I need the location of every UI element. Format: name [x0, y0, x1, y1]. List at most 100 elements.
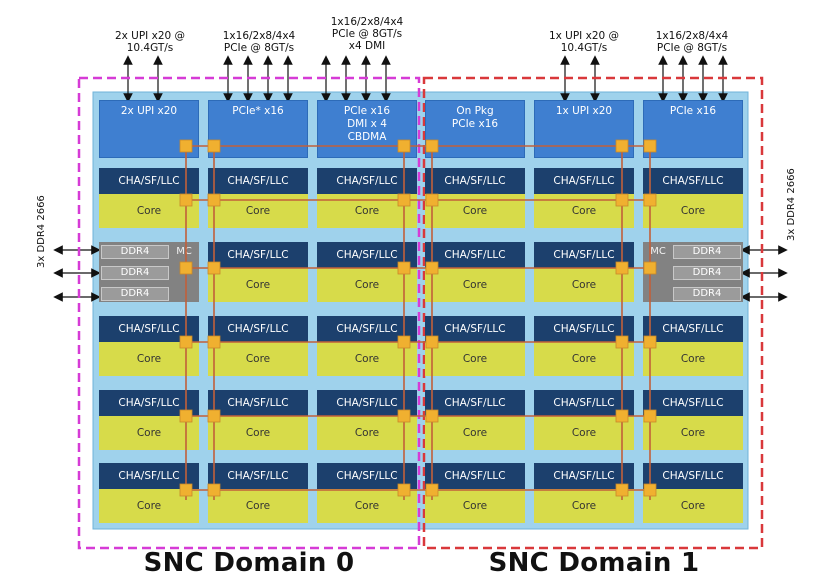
snc-domain-0-label: SNC Domain 0 — [143, 548, 355, 578]
snc-domain-1-frame — [422, 76, 764, 550]
io-block-upi-left: 2x UPI x20 — [99, 100, 199, 158]
core-label: Core — [643, 416, 743, 450]
core-label: Core — [208, 194, 308, 228]
ddr4-channel: DDR4 — [673, 266, 741, 280]
cha-sf-llc-label: CHA/SF/LLC — [99, 390, 199, 416]
memory-controller-right: DDR4 DDR4 DDR4 MC — [643, 242, 743, 302]
cha-sf-llc-label: CHA/SF/LLC — [534, 463, 634, 489]
core-label: Core — [317, 268, 417, 302]
core-label: Core — [99, 342, 199, 376]
core-label: Core — [534, 342, 634, 376]
snc-domain-0-frame — [77, 76, 421, 550]
ddr4-channel: DDR4 — [673, 287, 741, 301]
core-label: Core — [425, 342, 525, 376]
core-label: Core — [643, 194, 743, 228]
memory-controller-left: DDR4 DDR4 DDR4 MC — [99, 242, 199, 302]
die-background — [92, 91, 749, 530]
cha-sf-llc-label: CHA/SF/LLC — [425, 463, 525, 489]
mc-label: MC — [650, 246, 666, 257]
cha-sf-llc-label: CHA/SF/LLC — [425, 168, 525, 194]
core-label: Core — [99, 416, 199, 450]
cha-sf-llc-label: CHA/SF/LLC — [534, 316, 634, 342]
core-label: Core — [643, 342, 743, 376]
core-label: Core — [425, 416, 525, 450]
core-label: Core — [208, 416, 308, 450]
cha-sf-llc-label: CHA/SF/LLC — [99, 168, 199, 194]
core-label: Core — [208, 268, 308, 302]
cha-sf-llc-label: CHA/SF/LLC — [643, 390, 743, 416]
cha-sf-llc-label: CHA/SF/LLC — [317, 242, 417, 268]
snc-domain-1-label: SNC Domain 1 — [488, 548, 700, 578]
cha-sf-llc-label: CHA/SF/LLC — [534, 390, 634, 416]
core-label: Core — [425, 268, 525, 302]
cha-sf-llc-label: CHA/SF/LLC — [317, 390, 417, 416]
core-label: Core — [99, 194, 199, 228]
core-label: Core — [208, 342, 308, 376]
cha-sf-llc-label: CHA/SF/LLC — [425, 390, 525, 416]
ddr4-channel: DDR4 — [673, 245, 741, 259]
cha-sf-llc-label: CHA/SF/LLC — [99, 463, 199, 489]
core-label: Core — [534, 489, 634, 523]
cha-sf-llc-label: CHA/SF/LLC — [208, 463, 308, 489]
ddr-label-left: 3x DDR4 2666 — [36, 195, 47, 268]
ddr4-channel: DDR4 — [101, 287, 169, 301]
core-label: Core — [317, 416, 417, 450]
cha-sf-llc-label: CHA/SF/LLC — [317, 316, 417, 342]
upi-top-left-label: 2x UPI x20 @10.4GT/s — [114, 30, 186, 54]
io-block-upi-right: 1x UPI x20 — [534, 100, 634, 158]
cha-sf-llc-label: CHA/SF/LLC — [534, 242, 634, 268]
cha-sf-llc-label: CHA/SF/LLC — [208, 242, 308, 268]
core-label: Core — [317, 489, 417, 523]
ddr4-channel: DDR4 — [101, 266, 169, 280]
core-label: Core — [643, 489, 743, 523]
core-label: Core — [534, 268, 634, 302]
cha-sf-llc-label: CHA/SF/LLC — [643, 316, 743, 342]
core-label: Core — [317, 342, 417, 376]
cha-sf-llc-label: CHA/SF/LLC — [643, 168, 743, 194]
ddr-label-right: 3x DDR4 2666 — [786, 168, 797, 241]
cha-sf-llc-label: CHA/SF/LLC — [99, 316, 199, 342]
core-label: Core — [425, 194, 525, 228]
cha-sf-llc-label: CHA/SF/LLC — [208, 316, 308, 342]
upi-top-right-label: 1x UPI x20 @10.4GT/s — [548, 30, 620, 54]
io-block-pcie-2: PCIe x16 — [643, 100, 743, 158]
core-label: Core — [208, 489, 308, 523]
cha-sf-llc-label: CHA/SF/LLC — [208, 168, 308, 194]
core-label: Core — [99, 489, 199, 523]
cha-sf-llc-label: CHA/SF/LLC — [317, 168, 417, 194]
io-block-pcie-1: PCIe* x16 — [208, 100, 308, 158]
core-label: Core — [534, 194, 634, 228]
cha-sf-llc-label: CHA/SF/LLC — [643, 463, 743, 489]
cha-sf-llc-label: CHA/SF/LLC — [425, 316, 525, 342]
